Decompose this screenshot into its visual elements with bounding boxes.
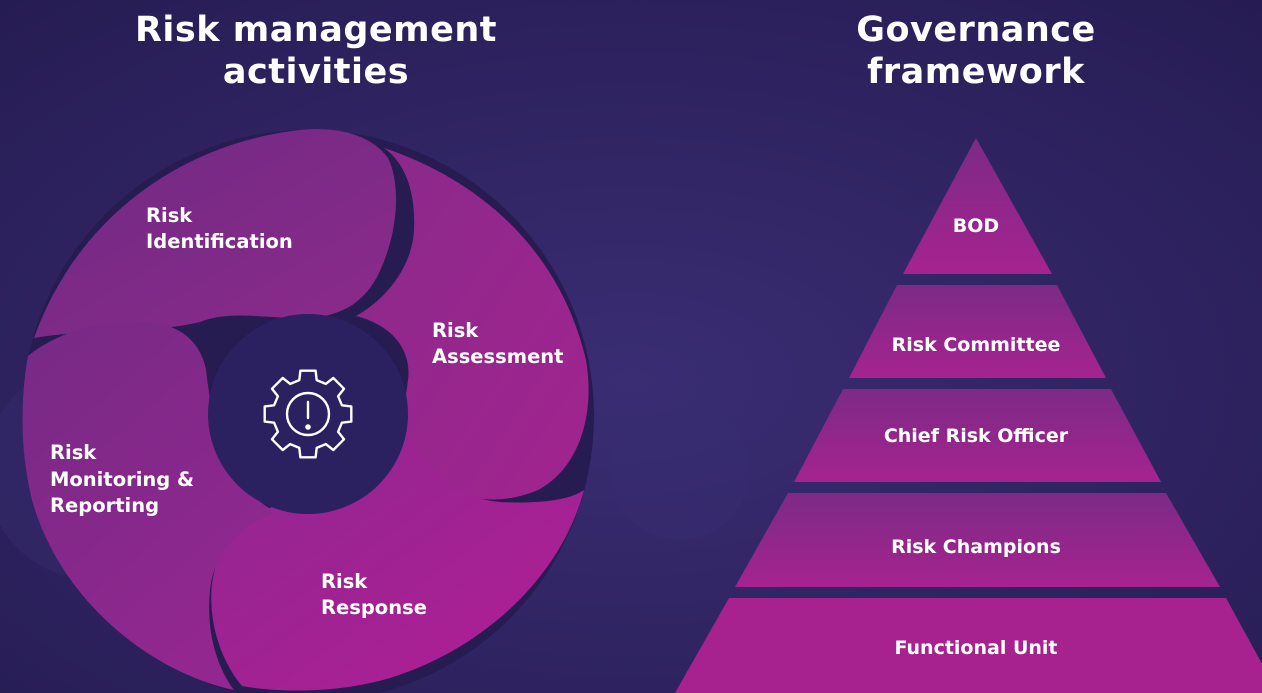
gear-alert-icon <box>263 369 353 459</box>
label-line: Assessment <box>432 345 564 368</box>
title-risk-management-activities: Risk management activities <box>134 10 497 92</box>
label-risk-identification: Risk Identification <box>146 204 293 253</box>
label-risk-monitoring: Risk Monitoring & Reporting <box>50 441 201 517</box>
risk-cycle-diagram: Risk Identification Risk Assessment Risk… <box>22 129 594 693</box>
pyramid-level-risk-committee <box>849 285 1106 378</box>
segment-risk-assessment <box>356 148 589 500</box>
title-governance-framework: Governance framework <box>856 10 1096 92</box>
pyramid-level-chief-risk-officer <box>794 389 1161 482</box>
label-line: Risk <box>321 570 368 593</box>
label-line: Risk <box>432 319 479 342</box>
pyramid-label-bod: BOD <box>953 215 999 237</box>
segment-risk-monitoring <box>22 322 278 690</box>
governance-pyramid: BOD Risk Committee Chief Risk Officer Ri… <box>675 138 1262 693</box>
label-line: Risk <box>50 441 97 464</box>
label-line: Monitoring & <box>50 468 194 491</box>
pyramid-label-risk-champions: Risk Champions <box>891 536 1061 558</box>
pyramid-level-bod <box>903 138 1052 274</box>
segment-risk-response <box>211 425 584 691</box>
pyramid-label-chief-risk-officer: Chief Risk Officer <box>884 425 1069 447</box>
label-risk-assessment: Risk Assessment <box>432 319 564 368</box>
pyramid-level-functional-unit <box>675 598 1262 693</box>
label-line: Identification <box>146 230 293 253</box>
pyramid-label-risk-committee: Risk Committee <box>892 334 1061 356</box>
label-risk-response: Risk Response <box>321 570 427 619</box>
label-line: Reporting <box>50 494 159 517</box>
pyramid-level-risk-champions <box>735 493 1220 587</box>
segment-risk-identification <box>34 129 397 338</box>
background-blob <box>610 400 750 540</box>
label-line: Risk <box>146 204 193 227</box>
pyramid-label-functional-unit: Functional Unit <box>894 637 1057 659</box>
label-line: Response <box>321 596 427 619</box>
